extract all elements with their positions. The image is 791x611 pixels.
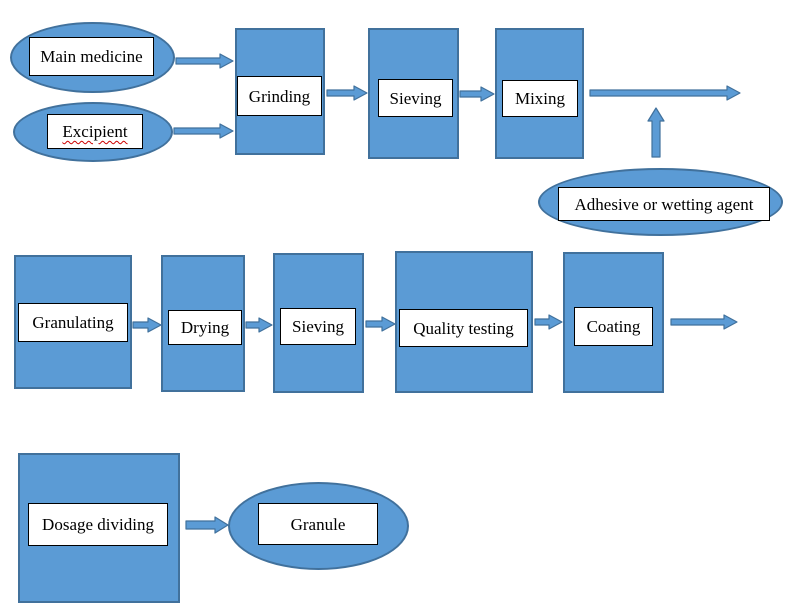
arrow-granulating-to-drying: [132, 317, 162, 333]
node-coating-label: Coating: [574, 307, 653, 346]
node-adhesive-label: Adhesive or wetting agent: [558, 187, 770, 221]
arrow-dosage-dividing-to-granule: [185, 516, 229, 534]
node-granule-label: Granule: [258, 503, 378, 545]
node-drying-label: Drying: [168, 310, 242, 345]
arrow-sieving-to-mixing: [459, 86, 495, 102]
node-quality-testing-label: Quality testing: [399, 309, 528, 347]
node-excipient-label: Excipient: [47, 114, 143, 149]
arrow-adhesive-up: [647, 107, 665, 158]
arrow-coating-output: [670, 314, 738, 330]
node-main-medicine-label: Main medicine: [29, 37, 154, 76]
arrow-quality-testing-to-coating: [534, 314, 563, 330]
node-sieving-1-label: Sieving: [378, 79, 453, 117]
node-dosage-dividing-label: Dosage dividing: [28, 503, 168, 546]
arrow-main-medicine-to-grinding: [175, 53, 234, 69]
arrow-grinding-to-sieving: [326, 85, 368, 101]
arrow-mixing-output: [589, 85, 741, 101]
node-mixing-label: Mixing: [502, 80, 578, 117]
node-granulating-label: Granulating: [18, 303, 128, 342]
node-sieving-2-label: Sieving: [280, 308, 356, 345]
node-grinding-label: Grinding: [237, 76, 322, 116]
arrow-excipient-to-grinding: [173, 123, 234, 139]
excipient-misspelled-text: Excipient: [62, 122, 128, 141]
arrow-sieving-to-quality-testing: [365, 316, 396, 332]
arrow-drying-to-sieving: [245, 317, 273, 333]
